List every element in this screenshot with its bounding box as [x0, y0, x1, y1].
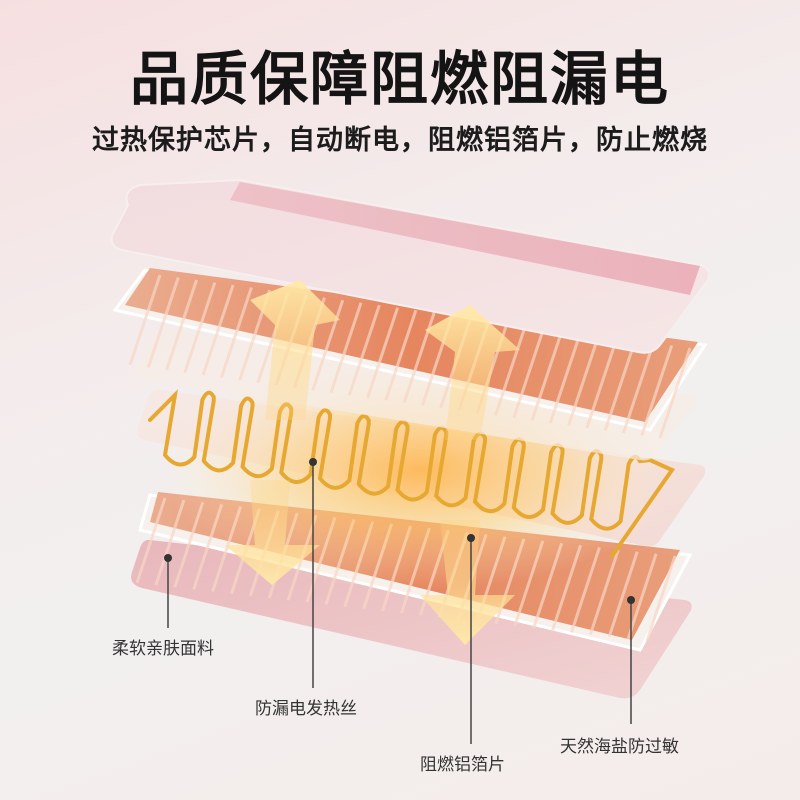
heat-arrow-down-right [420, 520, 515, 645]
top-fabric-layer [110, 178, 710, 354]
salt-rib [585, 337, 619, 429]
salt-rib [607, 551, 639, 638]
page-title: 品质保障阻燃阻漏电 [129, 45, 670, 113]
salt-rib [329, 302, 363, 394]
leader-dot-fabric [164, 554, 172, 562]
salt-rib [146, 277, 180, 368]
page-subtitle: 过热保护芯片，自动断电，阻燃铝箔片，防止燃烧 [92, 125, 708, 156]
salt-rib [645, 555, 677, 642]
salt-rib [588, 549, 620, 636]
salt-rib [384, 309, 418, 401]
salt-rib [603, 339, 637, 431]
salt-rib [494, 324, 527, 416]
salt-rib [512, 327, 546, 419]
heating-wire [148, 389, 676, 558]
salt-rib [201, 284, 235, 376]
salt-rib [135, 497, 167, 584]
leader-dot-wire [309, 458, 317, 466]
salt-rib [165, 279, 198, 371]
salt-rib [567, 334, 601, 426]
salt-rib [626, 553, 658, 640]
heat-arrow-down-left [225, 480, 320, 585]
heat-arrow-up-left [250, 280, 340, 420]
callout-sea-salt-label: 天然海盐防过敏 [560, 737, 679, 757]
salt-rib [658, 347, 692, 439]
heat-arrow-up-right [425, 305, 520, 440]
salt-rib [548, 332, 582, 424]
salt-rib [640, 345, 674, 436]
salt-rib [311, 299, 345, 391]
callout-fabric-label: 柔软亲肤面料 [112, 639, 214, 659]
callout-heating-wire-label: 防漏电发热丝 [255, 699, 357, 719]
salt-rib [128, 274, 162, 366]
salt-rib [219, 287, 253, 379]
salt-rib [366, 307, 400, 399]
salt-rib [570, 546, 601, 633]
salt-rib [347, 304, 381, 396]
callout-foil-label: 阻燃铝箔片 [420, 755, 505, 775]
leader-dot-salt [627, 596, 635, 604]
salt-rib [622, 342, 655, 434]
salt-rib [530, 329, 564, 421]
leader-dot-foil [467, 534, 475, 542]
salt-rib [183, 282, 217, 374]
